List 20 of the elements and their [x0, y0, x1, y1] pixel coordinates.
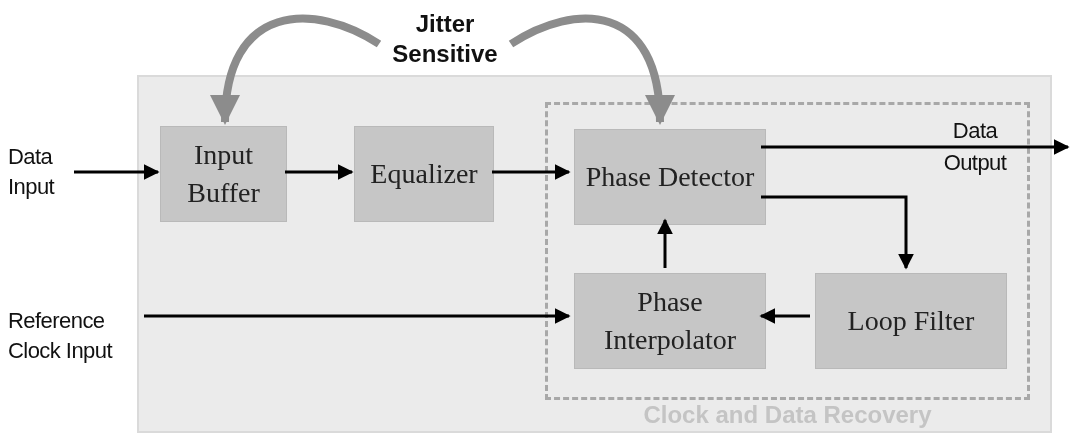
- edge-label: Data Output: [942, 117, 1008, 177]
- curved-arrow: [508, 14, 674, 125]
- system-panel: [137, 75, 1052, 433]
- arrow: [759, 308, 810, 324]
- arrow: [144, 308, 571, 324]
- curved-arrow: [211, 14, 381, 125]
- process-block: Phase Interpolator: [574, 273, 766, 369]
- process-block: Loop Filter: [815, 273, 1007, 369]
- arrow: [492, 164, 571, 180]
- arrow: [74, 164, 160, 180]
- arrow: [657, 218, 673, 268]
- process-block: Phase Detector: [574, 129, 766, 225]
- process-block: Input Buffer: [160, 126, 287, 222]
- signal-label: Reference Clock Input: [8, 306, 144, 366]
- process-block: Equalizer: [354, 126, 494, 222]
- arrow: [761, 139, 1070, 155]
- arrow: [761, 195, 914, 270]
- signal-label: Data Input: [8, 140, 74, 204]
- arrow: [285, 164, 354, 180]
- annotation-text: Jitter Sensitive: [385, 6, 505, 72]
